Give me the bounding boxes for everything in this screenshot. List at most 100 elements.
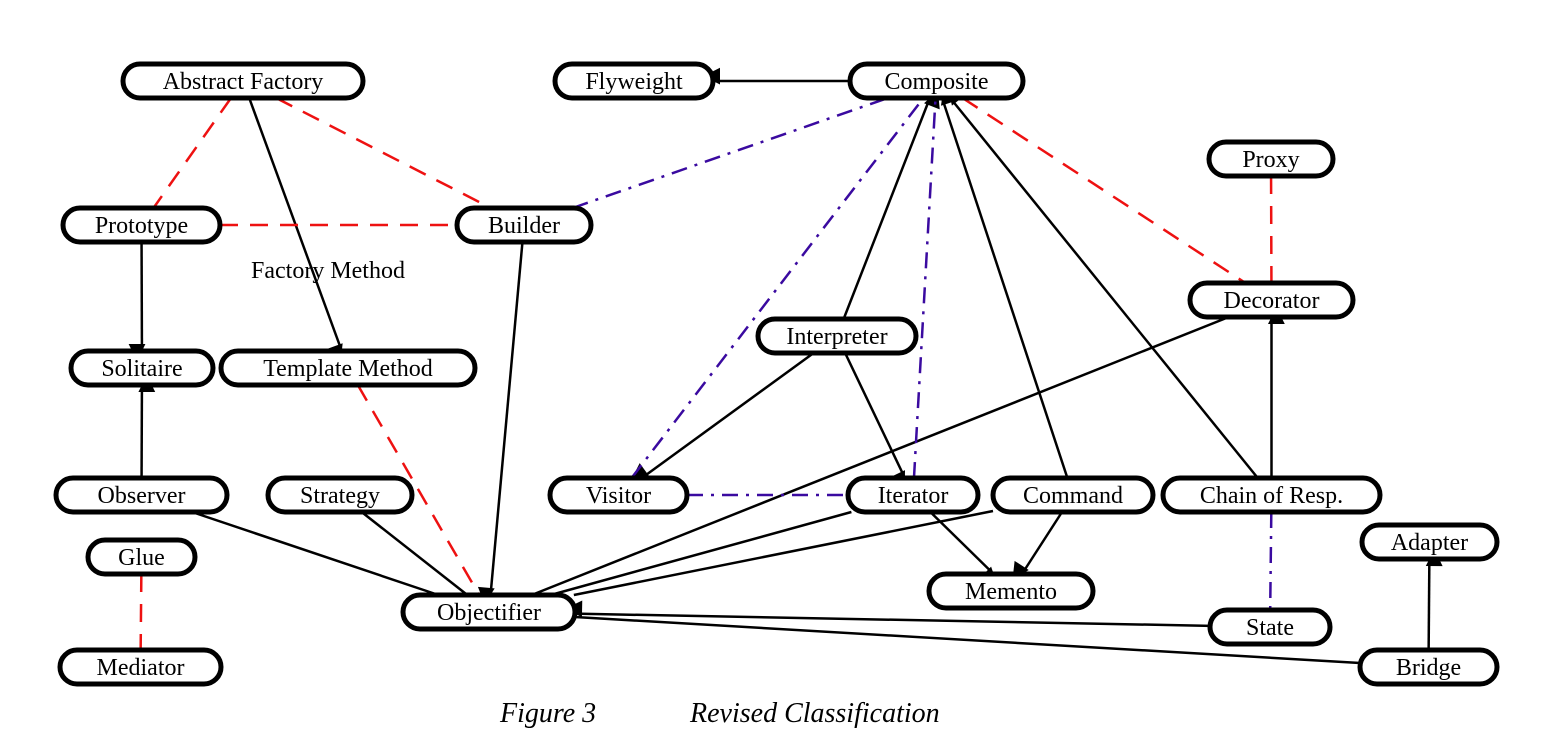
node-label-template-method: Template Method	[263, 356, 433, 382]
node-state: State	[1207, 607, 1333, 647]
node-label-proxy: Proxy	[1242, 147, 1299, 173]
node-solitaire: Solitaire	[68, 348, 216, 388]
nodes-layer: Abstract Factory Flyweight CompositeProxyP…	[53, 61, 1500, 687]
node-label-memento: Memento	[965, 579, 1057, 605]
edge-template-method-to-objectifier	[356, 384, 481, 596]
edge-abstract-factory-to-prototype	[152, 97, 233, 209]
edge-interpreter-to-composite	[842, 90, 940, 320]
node-box-objectifier	[400, 592, 578, 632]
node-command: Command	[990, 475, 1156, 515]
node-box-decorator	[1187, 280, 1356, 320]
node-label-mediator: Mediator	[97, 655, 185, 681]
edge-glue-to-mediator	[139, 573, 143, 651]
node-label-builder: Builder	[488, 213, 560, 239]
node-box-bridge	[1357, 647, 1500, 687]
node-label-decorator: Decorator	[1224, 288, 1320, 314]
edge-command-to-composite	[940, 87, 1069, 479]
edge-iterator-to-memento	[929, 511, 998, 585]
edges-layer	[128, 67, 1443, 665]
edge-command-to-memento	[1012, 511, 1064, 580]
node-visitor: Visitor	[547, 475, 690, 515]
edge-bridge-to-adapter	[1425, 549, 1443, 651]
node-box-flyweight	[552, 61, 716, 101]
node-label-iterator: Iterator	[878, 483, 949, 509]
node-memento: Memento	[926, 571, 1096, 611]
node-template-method: Template Method	[218, 348, 478, 388]
node-observer: Observer	[53, 475, 230, 515]
edge-chain-of-resp-to-state	[1268, 511, 1273, 611]
node-box-interpreter	[755, 316, 919, 356]
node-label-prototype: Prototype	[95, 213, 188, 239]
node-box-memento	[926, 571, 1096, 611]
node-box-command	[990, 475, 1156, 515]
node-bridge: Bridge	[1357, 647, 1500, 687]
node-box-composite	[847, 61, 1026, 101]
edge-composite-to-decorator	[961, 96, 1247, 285]
edge-builder-to-objectifier	[477, 241, 524, 605]
node-label-chain-of-resp: Chain of Resp.	[1200, 483, 1343, 509]
node-box-state	[1207, 607, 1333, 647]
node-box-iterator	[845, 475, 981, 515]
edge-bridge-to-objectifier	[574, 615, 1361, 665]
node-label-strategy: Strategy	[300, 483, 380, 509]
node-box-observer	[53, 475, 230, 515]
node-adapter: Adapter	[1359, 522, 1500, 562]
edge-visitor-to-composite	[630, 97, 925, 479]
node-label-bridge: Bridge	[1396, 655, 1461, 681]
node-interpreter: Interpreter	[755, 316, 919, 356]
node-box-template-method	[218, 348, 478, 388]
edge-iterator-to-composite	[912, 97, 937, 479]
edge-iterator-to-objectifier	[550, 510, 852, 597]
node-box-glue	[85, 537, 198, 577]
edge-command-to-objectifier	[573, 509, 994, 597]
factory-method-label: Factory Method	[251, 258, 405, 284]
node-label-objectifier: Objectifier	[437, 600, 541, 626]
node-mediator: Mediator	[57, 647, 224, 687]
edge-chain-of-resp-to-composite	[947, 87, 1259, 479]
node-box-visitor	[547, 475, 690, 515]
node-label-glue: Glue	[118, 545, 165, 571]
edge-strategy-to-objectifier	[360, 511, 469, 596]
edge-builder-to-composite	[572, 96, 889, 210]
edge-state-to-objectifier	[565, 600, 1211, 628]
node-glue: Glue	[85, 537, 198, 577]
node-label-visitor: Visitor	[586, 483, 651, 509]
edge-decorator-to-objectifier	[531, 315, 1230, 597]
node-label-interpreter: Interpreter	[786, 324, 887, 350]
node-label-composite: Composite	[884, 69, 988, 95]
node-box-solitaire	[68, 348, 216, 388]
node-box-prototype	[60, 205, 223, 245]
node-label-flyweight: Flyweight	[585, 69, 683, 95]
node-label-state: State	[1246, 615, 1294, 641]
edge-interpreter-to-visitor	[631, 351, 815, 480]
node-objectifier: Objectifier	[400, 592, 578, 632]
node-label-observer: Observer	[98, 483, 186, 509]
figure-number: Figure 3	[500, 698, 597, 729]
figure-title: Revised Classification	[690, 698, 940, 729]
edge-observer-to-objectifier	[191, 510, 439, 597]
node-prototype: Prototype	[60, 205, 223, 245]
node-box-strategy	[265, 475, 415, 515]
node-iterator: Iterator	[845, 475, 981, 515]
node-composite: Composite	[847, 61, 1026, 101]
node-box-mediator	[57, 647, 224, 687]
edge-interpreter-to-iterator	[843, 352, 907, 489]
node-box-proxy	[1206, 139, 1336, 179]
node-decorator: Decorator	[1187, 280, 1356, 320]
node-abstract-factory: Abstract Factory	[120, 61, 366, 101]
node-label-abstract-factory: Abstract Factory	[163, 69, 324, 95]
node-label-adapter: Adapter	[1391, 530, 1468, 556]
node-proxy: Proxy	[1206, 139, 1336, 179]
node-strategy: Strategy	[265, 475, 415, 515]
node-builder: Builder	[454, 205, 594, 245]
node-chain-of-resp: Chain of Resp.	[1160, 475, 1383, 515]
node-box-adapter	[1359, 522, 1500, 562]
node-label-command: Command	[1023, 483, 1123, 509]
node-box-chain-of-resp	[1160, 475, 1383, 515]
edge-abstract-factory-to-builder	[275, 96, 492, 210]
node-label-solitaire: Solitaire	[101, 356, 182, 382]
node-box-builder	[454, 205, 594, 245]
node-flyweight: Flyweight	[552, 61, 716, 101]
node-box-abstract-factory	[120, 61, 366, 101]
